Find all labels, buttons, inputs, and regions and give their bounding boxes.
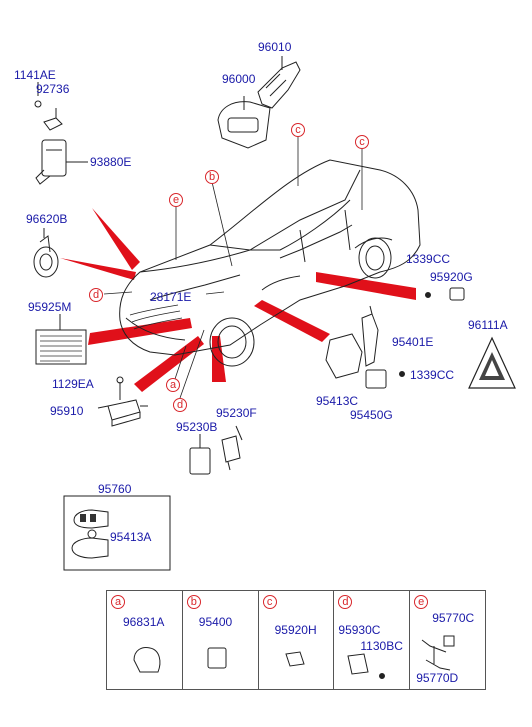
detail-callout-e: e — [414, 595, 429, 609]
part-label-95760: 95760 — [98, 482, 132, 496]
part-label-1129EA: 1129EA — [52, 377, 94, 391]
part-label-96111A: 96111A — [468, 318, 508, 332]
detail-cell-d: d 95930C 1130BC — [334, 591, 411, 689]
callout-d-left: d — [89, 288, 103, 302]
part-label-95910: 95910 — [50, 404, 84, 418]
warning-triangle-96111A — [468, 336, 516, 389]
detail-cell-e: e 95770C 95770D — [410, 591, 485, 689]
detail-callout-b: b — [186, 595, 201, 609]
wheels — [209, 237, 392, 367]
part-label-96620B: 96620B — [26, 212, 68, 226]
red-pointer-wedges — [60, 208, 416, 392]
horn-96620B — [33, 228, 59, 278]
detail-cell-b: b 95400 — [183, 591, 259, 689]
sensor-95920G — [425, 287, 465, 301]
callout-c-right: c — [355, 135, 369, 149]
key-fob-95760 — [63, 495, 171, 571]
sensors-95230 — [189, 425, 243, 475]
part-label-95230B: 95230B — [176, 420, 218, 434]
callout-b: b — [205, 170, 219, 184]
part-label-95413A: 95413A — [110, 530, 152, 544]
switch-93880E — [34, 82, 88, 185]
overhead-console-parts — [217, 56, 301, 149]
detail-table: a 96831A b 95400 c 95920H d 95930C 1130B… — [106, 590, 486, 690]
callout-a: a — [166, 378, 180, 392]
part-label-95450G: 95450G — [350, 408, 393, 422]
part-label-1141AE: 1141AE — [14, 68, 56, 82]
detail-part-96831A: 96831A — [123, 615, 165, 629]
part-label-95925M: 95925M — [28, 300, 72, 314]
part-label-28171E: 28171E — [150, 290, 192, 304]
part-label-1339CC-top: 1339CC — [406, 252, 451, 266]
modules-95401E — [325, 305, 405, 389]
detail-part-95770C: 95770C — [432, 611, 475, 625]
module-95910 — [97, 376, 148, 427]
detail-cell-c: c 95920H — [259, 591, 335, 689]
part-label-95413C: 95413C — [316, 394, 359, 408]
detail-callout-d: d — [338, 595, 353, 609]
detail-part-95930C: 95930C — [338, 623, 381, 637]
part-label-96000: 96000 — [222, 72, 256, 86]
table-part-drawings — [133, 635, 455, 679]
detail-part-95770D: 95770D — [416, 671, 459, 685]
detail-callout-a: a — [111, 595, 125, 609]
label-plate-95925M — [35, 314, 87, 365]
part-label-95230F: 95230F — [216, 406, 257, 420]
grille — [129, 304, 183, 330]
part-label-1339CC-bottom: 1339CC — [410, 368, 455, 382]
detail-part-1130BC: 1130BC — [360, 639, 403, 653]
detail-cell-a: a 96831A — [107, 591, 183, 689]
part-label-92736: 92736 — [36, 82, 70, 96]
callout-e: e — [169, 193, 183, 207]
callout-d-bottom: d — [173, 398, 187, 412]
part-label-93880E: 93880E — [90, 155, 132, 169]
callout-c-center: c — [291, 123, 305, 137]
part-label-95920G: 95920G — [430, 270, 473, 284]
part-label-96010: 96010 — [258, 40, 292, 54]
car-outline — [119, 159, 421, 356]
detail-part-95920H: 95920H — [274, 623, 317, 637]
detail-part-95400: 95400 — [198, 615, 233, 629]
leader-lines — [103, 132, 363, 399]
part-label-95401E: 95401E — [392, 335, 434, 349]
detail-callout-c: c — [262, 595, 277, 609]
